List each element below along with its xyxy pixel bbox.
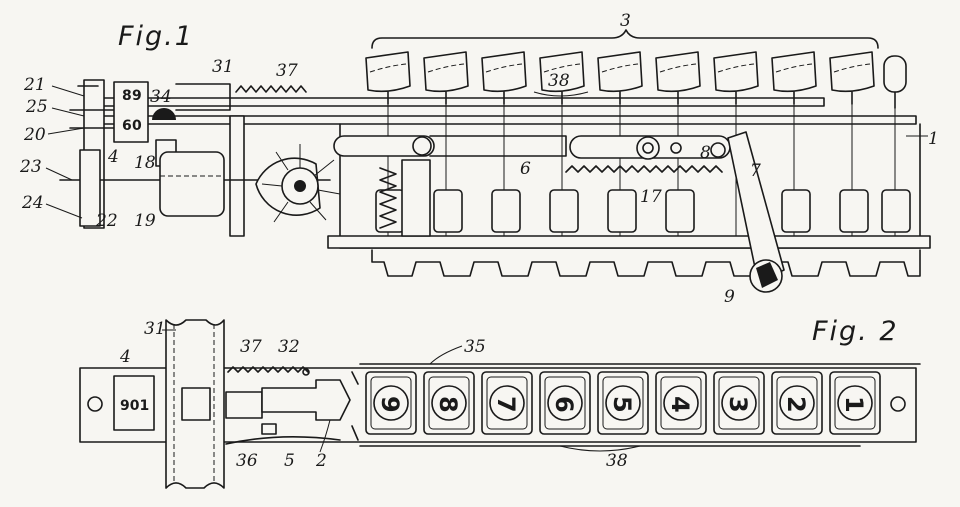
spring-17 (565, 165, 723, 173)
key-7: 7 (481, 371, 533, 435)
key-cap (771, 51, 817, 105)
fig1-label-7: 7 (750, 161, 761, 181)
svg-text:3: 3 (724, 396, 752, 413)
svg-text:1: 1 (840, 396, 868, 413)
svg-text:7: 7 (492, 396, 520, 413)
latch-2 (261, 379, 351, 421)
key-cap (655, 51, 701, 105)
fig2-label-36: 36 (236, 451, 258, 471)
fig1-label-1: 1 (928, 129, 939, 149)
fig1-label-24: 24 (21, 193, 44, 213)
spring-housing (401, 159, 431, 237)
svg-text:5: 5 (608, 396, 636, 413)
fig1-label-9: 9 (724, 287, 735, 307)
fig1-label-38: 38 (548, 71, 570, 91)
fig1-label-22: 22 (95, 211, 118, 231)
fig1-label-31: 31 (212, 57, 234, 77)
drum-digit: 0 (132, 118, 142, 134)
release-knob (883, 55, 907, 109)
pawl-36 (225, 436, 341, 445)
key-cap (829, 51, 875, 105)
spring-37 (235, 85, 307, 93)
spring-37 (227, 366, 309, 373)
fig2-label-32: 32 (278, 337, 300, 357)
svg-text:8: 8 (434, 396, 462, 413)
comb-rail (371, 249, 921, 277)
fig1-label-19: 19 (134, 211, 156, 231)
key-4: 4 (655, 371, 707, 435)
return-spring (379, 167, 397, 229)
fig2-label-35: 35 (464, 337, 486, 357)
key-cap (365, 51, 411, 105)
fig1-label-25: 25 (25, 97, 48, 117)
drum-digit: 8 (122, 88, 132, 104)
svg-text:4: 4 (666, 396, 694, 413)
key-8: 8 (423, 371, 475, 435)
latch-34 (175, 83, 231, 111)
fig1-label-17: 17 (640, 187, 662, 207)
mount-hole (87, 396, 103, 412)
fig1-label-23: 23 (19, 157, 42, 177)
key-row-brace (371, 29, 879, 49)
key-3: 3 (713, 371, 765, 435)
fig2-label-38: 38 (606, 451, 628, 471)
fig1-label-8: 8 (700, 143, 711, 163)
base-plate (327, 235, 931, 249)
fig2-title: Fig. 2 (812, 316, 899, 347)
drum-digit: 9 (132, 88, 142, 104)
key-1: 1 (829, 371, 881, 435)
fig1-key-caps (365, 51, 907, 109)
hub-22 (79, 149, 101, 227)
key-cap (423, 51, 469, 105)
motor-19 (159, 151, 225, 217)
crank-7 (727, 131, 785, 283)
fig1-label-20: 20 (23, 125, 46, 145)
key-6: 6 (539, 371, 591, 435)
fig2-label-2: 2 (315, 451, 327, 471)
svg-text:2: 2 (782, 396, 810, 413)
key-cap (597, 51, 643, 105)
fig1-label-4: 4 (107, 147, 119, 167)
mount-hole (890, 396, 906, 412)
number-drum (113, 81, 149, 143)
fig1-label-21: 21 (23, 75, 46, 95)
key-5: 5 (597, 371, 649, 435)
fig2-label-4: 4 (119, 347, 131, 367)
lever-slot-left (333, 135, 435, 157)
cam-18 (152, 108, 176, 120)
fig1-label-6: 6 (520, 159, 531, 179)
top-rail (87, 97, 825, 107)
lower-rail (87, 115, 917, 125)
key-cap (713, 51, 759, 105)
key-9: 9 (365, 371, 417, 435)
fig2-label-37: 37 (240, 337, 262, 357)
lever-6 (429, 135, 567, 157)
fig2-keys: 9 8 7 6 5 4 3 2 1 (365, 371, 881, 435)
fig1-title: Fig.1 (118, 21, 194, 52)
pivot-8 (710, 142, 726, 158)
key-2: 2 (771, 371, 823, 435)
fig1-key-stems (375, 104, 911, 240)
counter-digits: 901 (120, 398, 149, 414)
fig1-label-37: 37 (276, 61, 298, 81)
key-cap (539, 51, 585, 105)
svg-text:6: 6 (550, 396, 578, 413)
fig2-label-31: 31 (144, 319, 166, 339)
svg-text:9: 9 (376, 396, 404, 413)
gear-plate (229, 115, 245, 237)
key-cap (481, 51, 527, 105)
fig2-label-5: 5 (284, 451, 295, 471)
fig1-label-18: 18 (134, 153, 156, 173)
fig1-label-34: 34 (150, 87, 172, 107)
drum-digit: 6 (122, 118, 132, 134)
counter-4 (113, 375, 155, 431)
fig1-label-3: 3 (620, 11, 631, 31)
